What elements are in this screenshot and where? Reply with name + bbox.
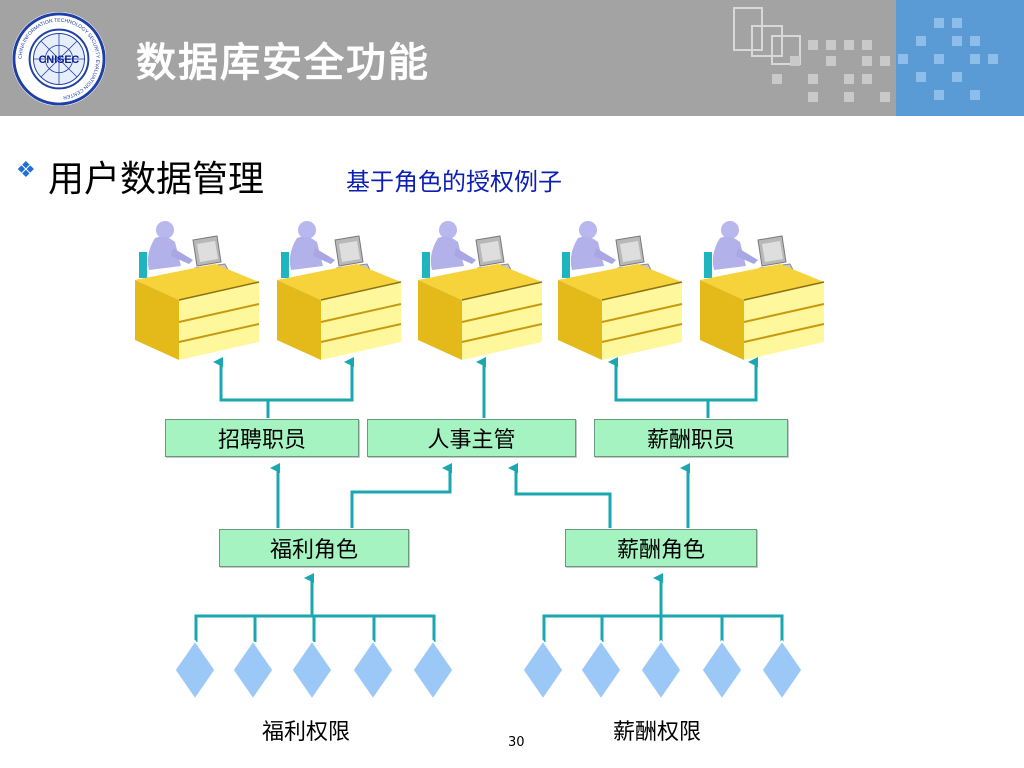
connector-payroll-hr	[508, 463, 612, 528]
section-heading: 用户数据管理	[48, 159, 265, 200]
connector-recruiter-user1	[213, 357, 270, 418]
logo-center-text: CNISEC	[39, 54, 80, 66]
role-payroll-clerk: 薪酬职员	[594, 419, 788, 457]
benefit-permission-2	[232, 640, 274, 700]
benefit-permission-4	[352, 640, 394, 700]
benefit-permission-3	[291, 640, 333, 700]
benefit-permission-1	[174, 640, 216, 700]
workstation-user-2	[276, 220, 402, 361]
connector-benefits-hr	[350, 463, 452, 528]
workstation-user-5	[699, 220, 825, 361]
role-benefits: 福利角色	[219, 529, 409, 567]
benefits-permissions-label: 福利权限	[262, 720, 351, 745]
payroll-permission-4	[701, 640, 743, 700]
connector-payroll-user4	[608, 357, 710, 418]
payroll-permission-3	[640, 640, 682, 700]
benefit-permission-5	[412, 640, 454, 700]
payroll-permission-5	[761, 640, 803, 700]
workstation-user-4	[557, 220, 683, 361]
page-number: 30	[508, 735, 525, 750]
diamond-bullet-icon: ❖	[16, 158, 36, 183]
workstation-user-1	[134, 220, 260, 361]
connector-payroll-user5	[708, 357, 758, 402]
role-recruiter: 招聘职员	[165, 419, 359, 457]
payroll-permission-bus	[542, 614, 784, 642]
payroll-permissions-label: 薪酬权限	[613, 720, 702, 745]
connector-recruiter-user2	[268, 357, 354, 402]
payroll-permission-2	[580, 640, 622, 700]
workstation-user-3	[417, 220, 543, 361]
slide-title: 数据库安全功能	[136, 40, 430, 86]
role-hr-manager: 人事主管	[367, 419, 576, 457]
role-payroll: 薪酬角色	[565, 529, 757, 567]
section-subheading: 基于角色的授权例子	[346, 168, 562, 196]
cnisec-logo: CNISEC CHINA INFORMATION TECHNOLOGY SECU…	[11, 11, 107, 107]
header-squares	[733, 7, 998, 102]
payroll-permission-1	[522, 640, 564, 700]
